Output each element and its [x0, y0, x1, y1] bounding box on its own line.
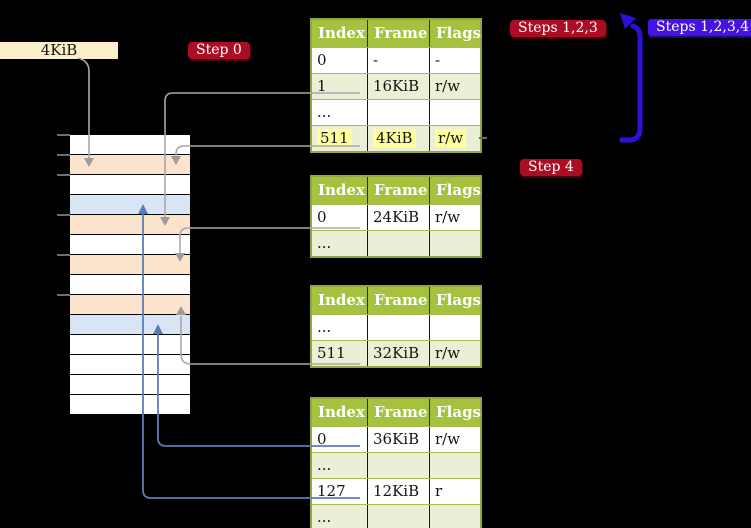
table-cell	[367, 505, 429, 528]
frame-size-label: 4KiB	[0, 42, 118, 59]
memory-frame-row-white	[70, 375, 190, 395]
table-cell: 511	[317, 344, 346, 362]
table-cell: 0	[317, 430, 327, 448]
memory-frame-row-white	[70, 175, 190, 195]
column-header-flags: Flags	[429, 399, 481, 426]
column-header-flags: Flags	[429, 20, 481, 47]
column-header-flags: Flags	[429, 287, 481, 314]
table-cell: ...	[317, 234, 332, 252]
table-cell: 1	[317, 77, 327, 95]
table-row: ...	[312, 314, 480, 340]
column-header-index: Index	[318, 24, 365, 42]
highlighted-value: 511	[317, 129, 352, 147]
table-row: 511 4KiB r/w	[312, 125, 480, 151]
memory-frame-row-white	[70, 335, 190, 355]
column-header-frame: Frame	[367, 20, 429, 47]
table-cell: r	[429, 479, 478, 504]
memory-frame-row-blue	[70, 315, 190, 335]
memory-address-tick	[57, 254, 70, 256]
memory-frame-row-white	[70, 355, 190, 375]
table-cell	[429, 231, 478, 256]
table-row: ...	[312, 99, 480, 125]
memory-address-tick	[57, 174, 70, 176]
table-cell: -	[429, 48, 478, 73]
table-row: 0 --	[312, 47, 480, 73]
memory-address-tick	[57, 294, 70, 296]
column-header-flags: Flags	[429, 177, 481, 204]
table-cell	[429, 505, 478, 528]
table-cell: 4KiB	[367, 126, 429, 151]
memory-frame-row-peach	[70, 215, 190, 235]
memory-frame-row-white	[70, 235, 190, 255]
column-header-frame: Frame	[367, 177, 429, 204]
table-row: ...	[312, 452, 480, 478]
steps1234-badge: Steps 1,2,3,4	[648, 19, 751, 36]
table-cell: ...	[317, 103, 332, 121]
table-cell	[367, 231, 429, 256]
table-cell: 24KiB	[367, 205, 429, 230]
steps123-badge: Steps 1,2,3	[510, 20, 606, 37]
table-cell: -	[367, 48, 429, 73]
physical-memory-column	[70, 135, 190, 415]
highlighted-value: 4KiB	[373, 129, 416, 147]
memory-frame-row-blue	[70, 195, 190, 215]
memory-address-tick	[57, 134, 70, 136]
table-cell: r/w	[429, 74, 478, 99]
column-header-index: Index	[318, 181, 365, 199]
table-cell: 127	[317, 482, 346, 500]
step0-badge: Step 0	[188, 42, 250, 59]
steps-loop-arrow	[619, 13, 643, 143]
column-header-index: Index	[318, 403, 365, 421]
table-row: ...	[312, 504, 480, 528]
table-cell: 511	[312, 126, 367, 151]
table-cell: r/w	[429, 205, 478, 230]
table-cell	[367, 315, 429, 340]
table-cell: 16KiB	[367, 74, 429, 99]
table-cell	[429, 453, 478, 478]
table-cell	[429, 315, 478, 340]
table-cell: ...	[317, 508, 332, 526]
table-cell	[367, 453, 429, 478]
column-header-frame: Frame	[367, 399, 429, 426]
table-cell: 0	[317, 208, 327, 226]
memory-frame-row-peach	[70, 155, 190, 175]
highlighted-value: r/w	[435, 129, 467, 147]
arrowhead-up-left-icon	[620, 13, 636, 29]
table-cell: r/w	[429, 126, 478, 151]
table-cell: 32KiB	[367, 341, 429, 366]
column-header-index: Index	[318, 291, 365, 309]
memory-frame-row-white	[70, 275, 190, 295]
table-cell: 12KiB	[367, 479, 429, 504]
step4-badge: Step 4	[520, 159, 582, 176]
memory-address-tick	[57, 214, 70, 216]
table-cell: r/w	[429, 341, 478, 366]
table-cell	[367, 100, 429, 125]
memory-frame-row-white	[70, 395, 190, 415]
table-cell: ...	[317, 318, 332, 336]
memory-frame-row-peach	[70, 255, 190, 275]
table-row: ...	[312, 230, 480, 256]
table-cell: r/w	[429, 427, 478, 452]
table-cell: 0	[317, 51, 327, 69]
table-cell: 36KiB	[367, 427, 429, 452]
column-header-frame: Frame	[367, 287, 429, 314]
memory-frame-row-peach	[70, 295, 190, 315]
table-cell: ...	[317, 456, 332, 474]
memory-frame-row-white	[70, 135, 190, 155]
memory-address-tick	[57, 154, 70, 156]
table-cell	[429, 100, 478, 125]
